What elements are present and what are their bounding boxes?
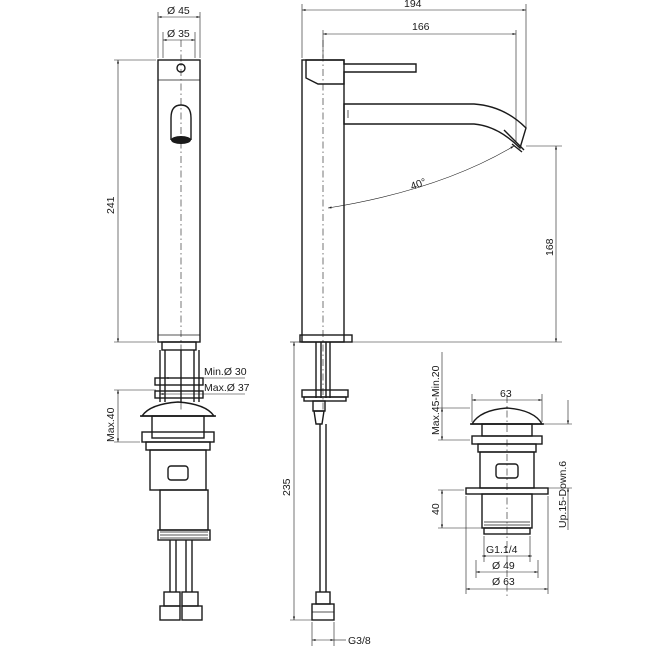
front-max-deck: Max.40: [105, 407, 117, 442]
side-spout: [343, 103, 527, 150]
side-connection: G3/8: [348, 635, 371, 647]
front-view: Ø 45 Ø 35 241 Max.40 Min.Ø 30 Max.Ø 37: [105, 5, 250, 621]
side-overall-width: 194: [404, 0, 422, 10]
side-handle-angle: 40°: [409, 176, 428, 193]
front-hole-min: Min.Ø 30: [204, 366, 247, 378]
front-inner-diameter: Ø 35: [167, 28, 190, 40]
side-view: 40° 194 166 168 235: [281, 0, 562, 647]
side-spout-reach: 166: [412, 21, 430, 33]
waste-thread: G1.1/4: [486, 544, 518, 556]
waste-cap-diameter: 63: [500, 388, 512, 400]
waste-detail: 63 Max.45-Min.20 Up.15-Down.6 40 G1.1/4 …: [430, 352, 572, 596]
side-hose-length: 235: [281, 478, 293, 496]
waste-thread-diameter: Ø 49: [492, 560, 515, 572]
waste-adjust-range: Max.45-Min.20: [430, 365, 442, 435]
front-total-height: 241: [105, 196, 117, 214]
waste-flange-diameter: Ø 63: [492, 576, 515, 588]
waste-lift-range: Up.15-Down.6: [557, 461, 569, 528]
side-lever: [305, 59, 417, 85]
front-body-diameter: Ø 45: [167, 5, 190, 17]
side-spout-height: 168: [544, 238, 556, 256]
waste-body-height: 40: [430, 503, 442, 515]
front-body: [157, 59, 201, 343]
front-hole-max: Max.Ø 37: [204, 382, 250, 394]
